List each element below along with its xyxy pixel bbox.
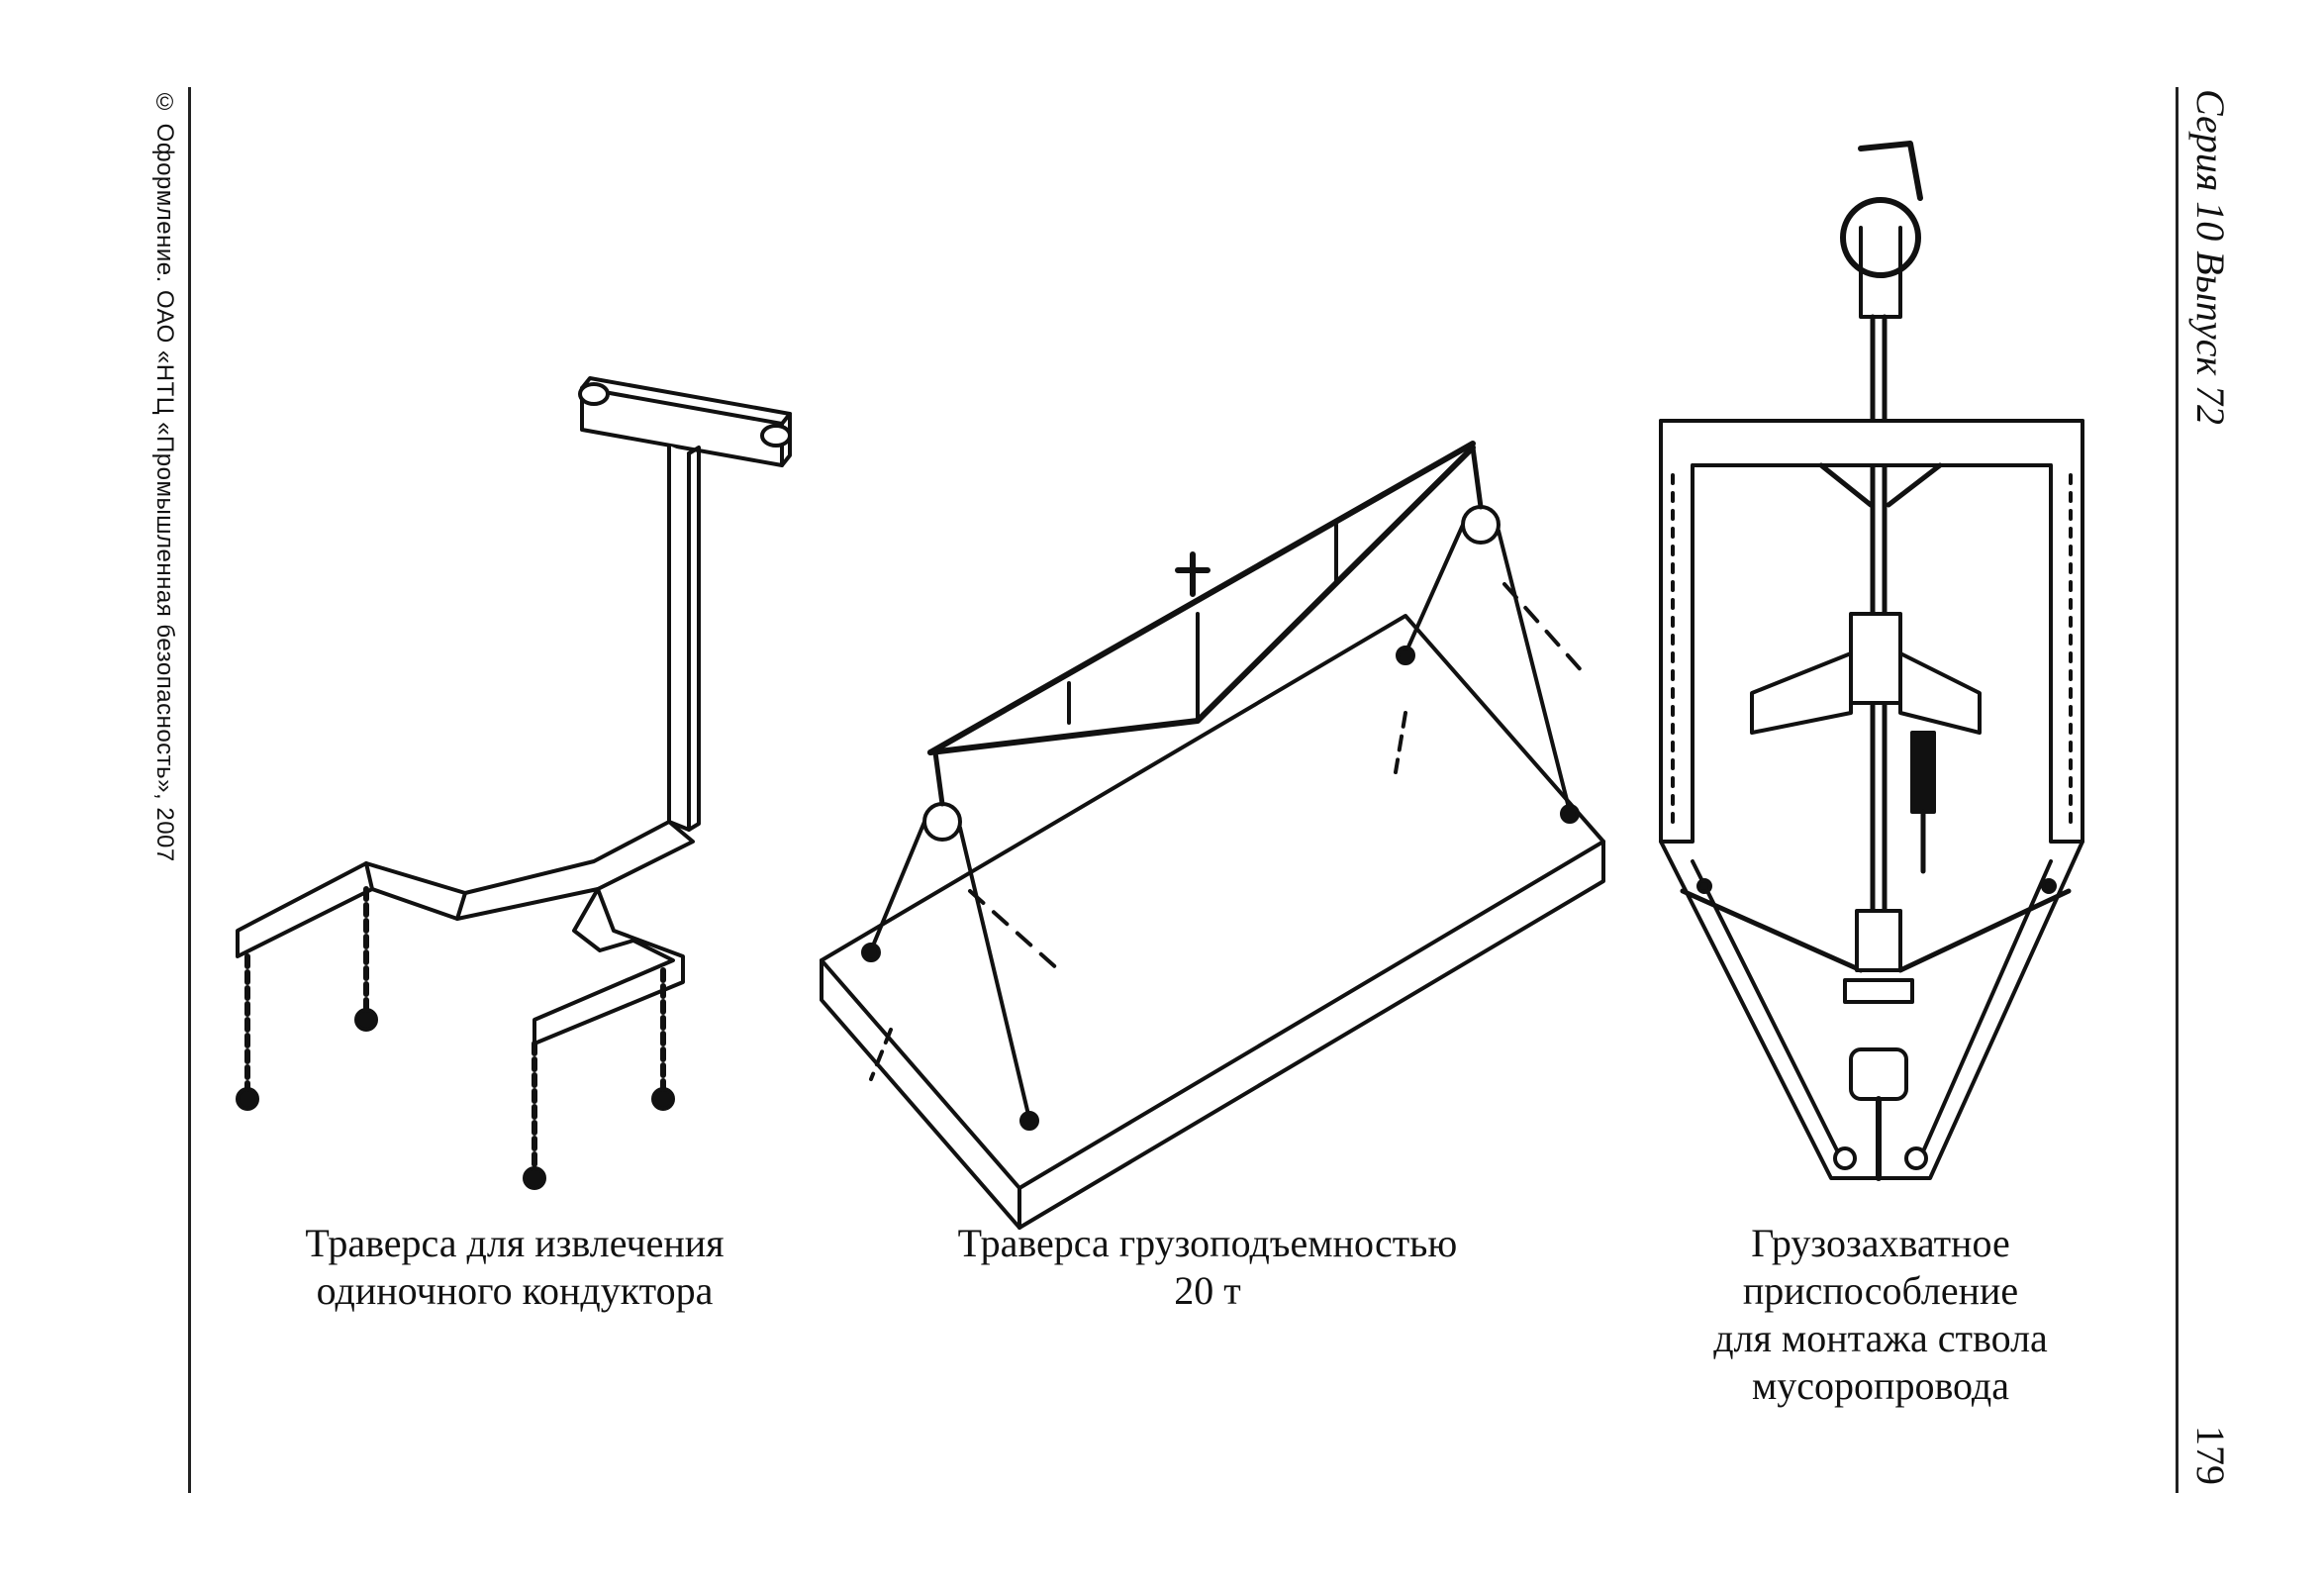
figure-traverse-conductor bbox=[238, 378, 790, 1188]
figure-traverse-20t bbox=[822, 444, 1603, 1228]
caption-line: мусоропровода bbox=[1751, 1363, 2010, 1408]
caption-line: для монтажа ствола bbox=[1713, 1316, 2048, 1360]
caption-chute-grab: Грузозахватное приспособление для монтаж… bbox=[1603, 1220, 2158, 1410]
caption-line: Траверса грузоподъемностью bbox=[957, 1221, 1458, 1265]
caption-line: приспособление bbox=[1742, 1268, 2019, 1313]
page-number: 179 bbox=[2188, 1426, 2233, 1485]
caption-line: Грузозахватное bbox=[1751, 1221, 2010, 1265]
right-rule-line bbox=[2176, 87, 2179, 1493]
copyright-note: © Оформление. ОАО «НТЦ «Промышленная без… bbox=[151, 89, 178, 862]
caption-line: Траверса для извлечения bbox=[305, 1221, 725, 1265]
caption-traverse-conductor: Траверса для извлечения одиночного конду… bbox=[218, 1220, 812, 1315]
caption-line: одиночного кондуктора bbox=[316, 1268, 714, 1313]
left-rule-line bbox=[188, 87, 191, 1493]
caption-traverse-20t: Траверса грузоподъемностью 20 т bbox=[851, 1220, 1564, 1315]
series-header: Серия 10 Выпуск 72 bbox=[2188, 89, 2233, 426]
caption-line: 20 т bbox=[1174, 1268, 1241, 1313]
figure-chute-grab bbox=[1661, 144, 2082, 1178]
